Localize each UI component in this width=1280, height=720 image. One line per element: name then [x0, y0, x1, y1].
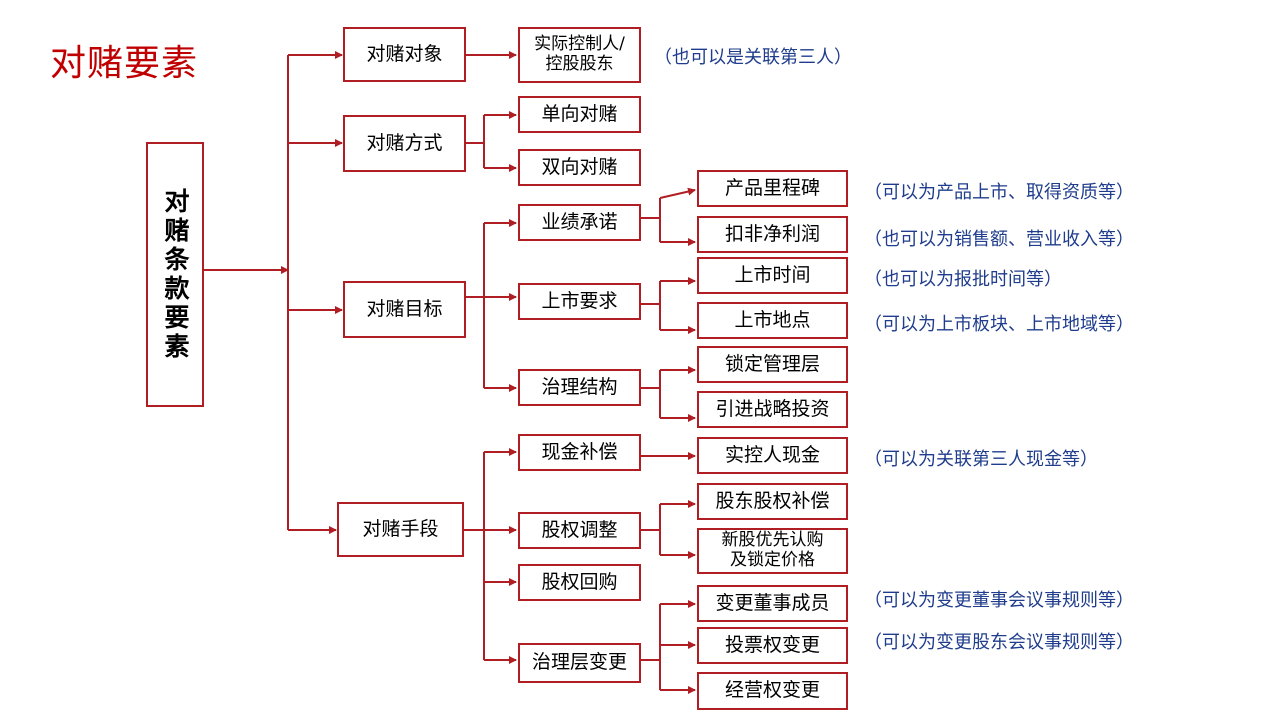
leaf-share-comp: 股东股权补偿 — [697, 483, 848, 520]
node-performance: 业绩承诺 — [518, 204, 641, 241]
node-equity-adjust: 股权调整 — [518, 512, 641, 549]
root-node: 对赌条款要素 — [146, 142, 204, 407]
leaf-operating: 经营权变更 — [697, 672, 848, 710]
node-buyback: 股权回购 — [518, 564, 641, 601]
node-cash: 现金补偿 — [518, 434, 641, 471]
leaf-net-profit: 扣非净利润 — [697, 216, 848, 253]
node-target: 对赌对象 — [343, 27, 466, 82]
note-milestone: （可以为产品上市、取得资质等） — [864, 182, 1134, 203]
leaf-ipo-time: 上市时间 — [697, 257, 848, 294]
leaf-ctrl-cash: 实控人现金 — [697, 437, 848, 474]
note-ipo-time: （也可以为报批时间等） — [864, 269, 1062, 290]
leaf-voting: 投票权变更 — [697, 627, 848, 664]
leaf-new-share: 新股优先认购 及锁定价格 — [697, 528, 848, 574]
note-net-profit: （也可以为销售额、营业收入等） — [864, 229, 1134, 250]
node-method: 对赌方式 — [343, 115, 466, 172]
leaf-board: 变更董事成员 — [697, 585, 848, 622]
note-ctrl-cash: （可以为关联第三人现金等） — [864, 449, 1098, 470]
leaf-strategic: 引进战略投资 — [697, 391, 848, 428]
node-controller: 实际控制人/ 控股股东 — [518, 27, 641, 83]
node-ipo: 上市要求 — [518, 283, 641, 320]
note-board: （可以为变更董事会议事规则等） — [864, 590, 1134, 611]
leaf-lock-mgmt: 锁定管理层 — [697, 346, 848, 383]
node-governance: 治理结构 — [518, 369, 641, 406]
node-unilateral: 单向对赌 — [518, 96, 641, 133]
node-bilateral: 双向对赌 — [518, 149, 641, 186]
node-means: 对赌手段 — [337, 502, 464, 557]
leaf-ipo-place: 上市地点 — [697, 302, 848, 339]
node-goal: 对赌目标 — [343, 281, 466, 338]
leaf-milestone: 产品里程碑 — [697, 170, 848, 207]
note-ipo-place: （可以为上市板块、上市地域等） — [864, 314, 1134, 335]
node-gov-change: 治理层变更 — [518, 643, 641, 683]
note-voting: （可以为变更股东会议事规则等） — [864, 632, 1134, 653]
note-controller: （也可以是关联第三人） — [654, 47, 852, 68]
page-title: 对赌要素 — [50, 43, 199, 84]
